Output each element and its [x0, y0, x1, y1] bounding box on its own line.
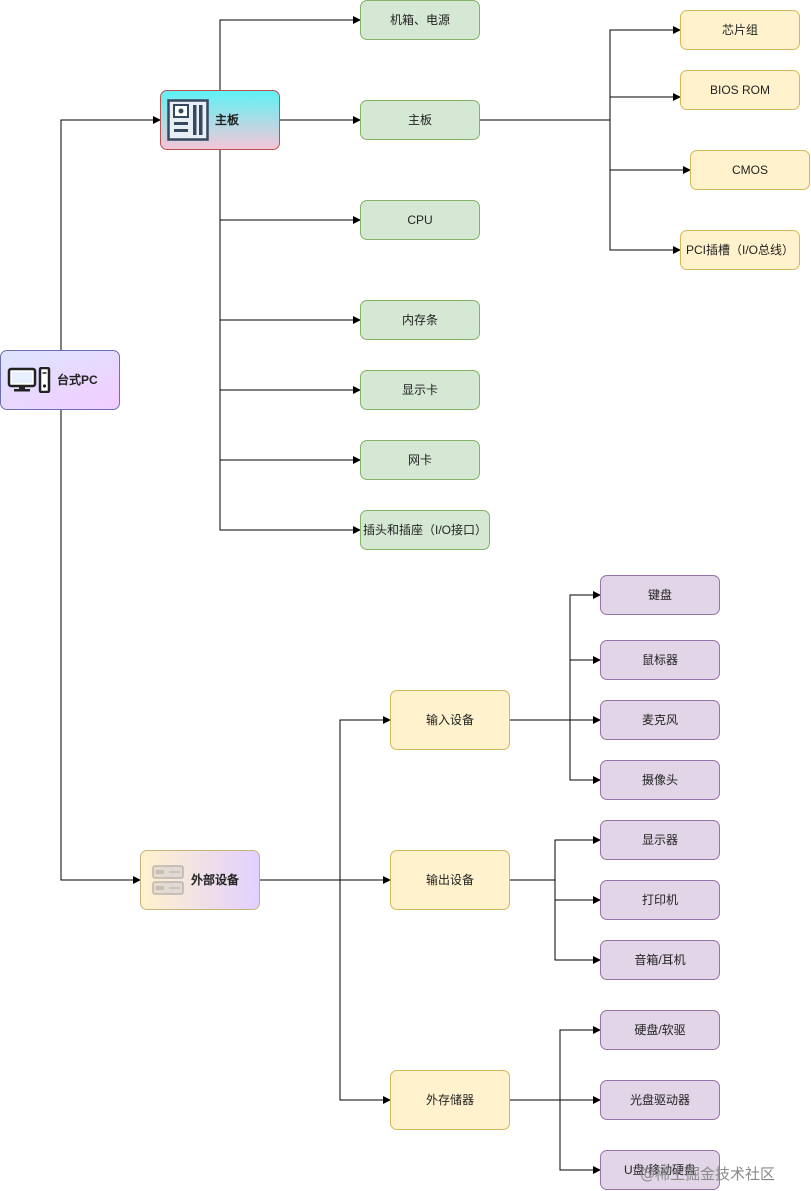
node-keyboard[interactable]: 键盘 — [600, 575, 720, 615]
node-label: 光盘驱动器 — [629, 1093, 690, 1107]
node-label: 鼠标器 — [641, 653, 678, 667]
node-label: 硬盘/软驱 — [634, 1023, 686, 1037]
node-network-card[interactable]: 网卡 — [360, 440, 480, 480]
node-mouse[interactable]: 鼠标器 — [600, 640, 720, 680]
node-optical-drive[interactable]: 光盘驱动器 — [600, 1080, 720, 1120]
edge-output-speaker — [554, 900, 601, 964]
node-mainboard-group[interactable]: 主板 — [160, 90, 280, 150]
node-cpu[interactable]: CPU — [360, 200, 480, 240]
node-monitor[interactable]: 显示器 — [600, 820, 720, 860]
node-pci-slot[interactable]: PCI插槽（I/O总线） — [680, 230, 800, 270]
watermark-text: @稀土掘金技术社区 — [640, 1165, 776, 1183]
node-io-ports[interactable]: 插头和插座（I/O接口） — [360, 510, 490, 550]
node-microphone[interactable]: 麦克风 — [600, 700, 720, 740]
node-camera[interactable]: 摄像头 — [600, 760, 720, 800]
node-label: 台式PC — [57, 373, 98, 387]
node-chipset[interactable]: 芯片组 — [680, 10, 800, 50]
edge-input-camera — [569, 720, 601, 784]
node-bios-rom[interactable]: BIOS ROM — [680, 70, 800, 110]
edge-output-printer — [510, 879, 601, 904]
node-input-devices[interactable]: 输入设备 — [390, 690, 510, 750]
node-label: CMOS — [732, 163, 768, 177]
edge-root-mainboard — [60, 116, 161, 350]
edge-mb-cpu — [219, 150, 361, 224]
motherboard-icon — [167, 99, 209, 141]
edge-mb-gpu — [219, 320, 361, 394]
node-label: 输出设备 — [425, 873, 474, 887]
node-label: BIOS ROM — [709, 83, 770, 97]
node-label: 输入设备 — [425, 713, 474, 727]
node-printer[interactable]: 打印机 — [600, 880, 720, 920]
node-label: 外部设备 — [191, 873, 240, 887]
node-label: 内存条 — [401, 313, 438, 327]
edge-output-monitor — [554, 836, 601, 880]
edge-root-peripheral — [60, 410, 141, 884]
node-label: 显示器 — [641, 833, 678, 847]
node-label: 麦克风 — [641, 713, 678, 727]
edge-mb-nic — [219, 390, 361, 464]
node-hdd-floppy[interactable]: 硬盘/软驱 — [600, 1010, 720, 1050]
node-label: 芯片组 — [721, 23, 758, 37]
node-label: 摄像头 — [641, 773, 678, 787]
node-output-devices[interactable]: 输出设备 — [390, 850, 510, 910]
node-external-storage[interactable]: 外存储器 — [390, 1070, 510, 1130]
node-memory[interactable]: 内存条 — [360, 300, 480, 340]
node-label: 主板 — [215, 113, 240, 127]
node-graphics-card[interactable]: 显示卡 — [360, 370, 480, 410]
storage-devices-icon — [151, 863, 185, 897]
node-board[interactable]: 主板 — [360, 100, 480, 140]
edge-storage-usb — [559, 1100, 601, 1174]
edge-per-input — [339, 716, 391, 880]
node-peripheral-group[interactable]: 外部设备 — [140, 850, 260, 910]
edge-board-pci — [609, 170, 681, 254]
node-case-power[interactable]: 机箱、电源 — [360, 0, 480, 40]
node-label: 主板 — [407, 113, 432, 127]
node-label: 网卡 — [407, 453, 432, 467]
node-usb-drive[interactable]: U盘/移动硬盘 — [600, 1150, 720, 1190]
node-label: 外存储器 — [425, 1093, 474, 1107]
node-label: 打印机 — [641, 893, 678, 907]
node-label: 机箱、电源 — [389, 13, 450, 27]
edge-mb-io — [219, 460, 361, 534]
node-label: CPU — [407, 213, 433, 227]
node-speaker-headphones[interactable]: 音箱/耳机 — [600, 940, 720, 980]
node-label: 插头和插座（I/O接口） — [362, 523, 487, 537]
desktop-pc-icon — [7, 367, 51, 393]
node-cmos[interactable]: CMOS — [690, 150, 810, 190]
node-desktop-pc[interactable]: 台式PC — [0, 350, 120, 410]
edge-board-chipset — [480, 26, 681, 121]
edge-mb-ram — [219, 220, 361, 324]
edge-storage-hdd — [559, 1026, 601, 1100]
node-label: 显示卡 — [401, 383, 438, 397]
node-label: PCI插槽（I/O总线） — [685, 243, 794, 257]
node-label: U盘/移动硬盘 — [623, 1163, 696, 1177]
edge-board-cmos — [609, 120, 691, 174]
edge-input-keyboard — [569, 591, 601, 720]
edge-per-storage — [339, 880, 391, 1104]
node-label: 音箱/耳机 — [634, 953, 686, 967]
edge-mb-case — [219, 16, 361, 90]
node-label: 键盘 — [647, 588, 672, 602]
